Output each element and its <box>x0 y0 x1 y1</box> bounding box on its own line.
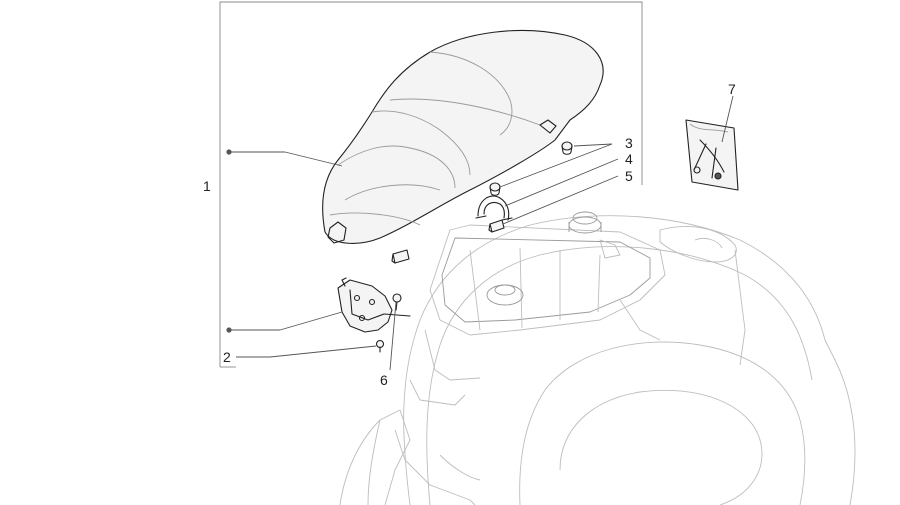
callout-3: 3 <box>625 135 633 151</box>
callout-6: 6 <box>380 372 388 388</box>
callout-1: 1 <box>203 178 211 194</box>
callout-7: 7 <box>728 81 736 97</box>
part-seat <box>322 29 604 244</box>
part-rubber-buffer <box>489 141 573 196</box>
part-seat-hinge <box>337 277 411 333</box>
scooter-body-illustration <box>339 211 856 505</box>
part-bolt <box>392 293 402 311</box>
callout-5: 5 <box>625 168 633 184</box>
group-frame <box>219 1 643 368</box>
callout-labels: 1 2 3 4 5 6 7 <box>203 81 736 388</box>
part-tool-kit <box>685 119 739 191</box>
callout-2: 2 <box>223 349 231 365</box>
part-screw <box>375 339 385 353</box>
callout-4: 4 <box>625 151 633 167</box>
part-seat-hook <box>475 195 513 221</box>
part-spacer <box>391 219 505 264</box>
leader-lines <box>226 95 734 371</box>
